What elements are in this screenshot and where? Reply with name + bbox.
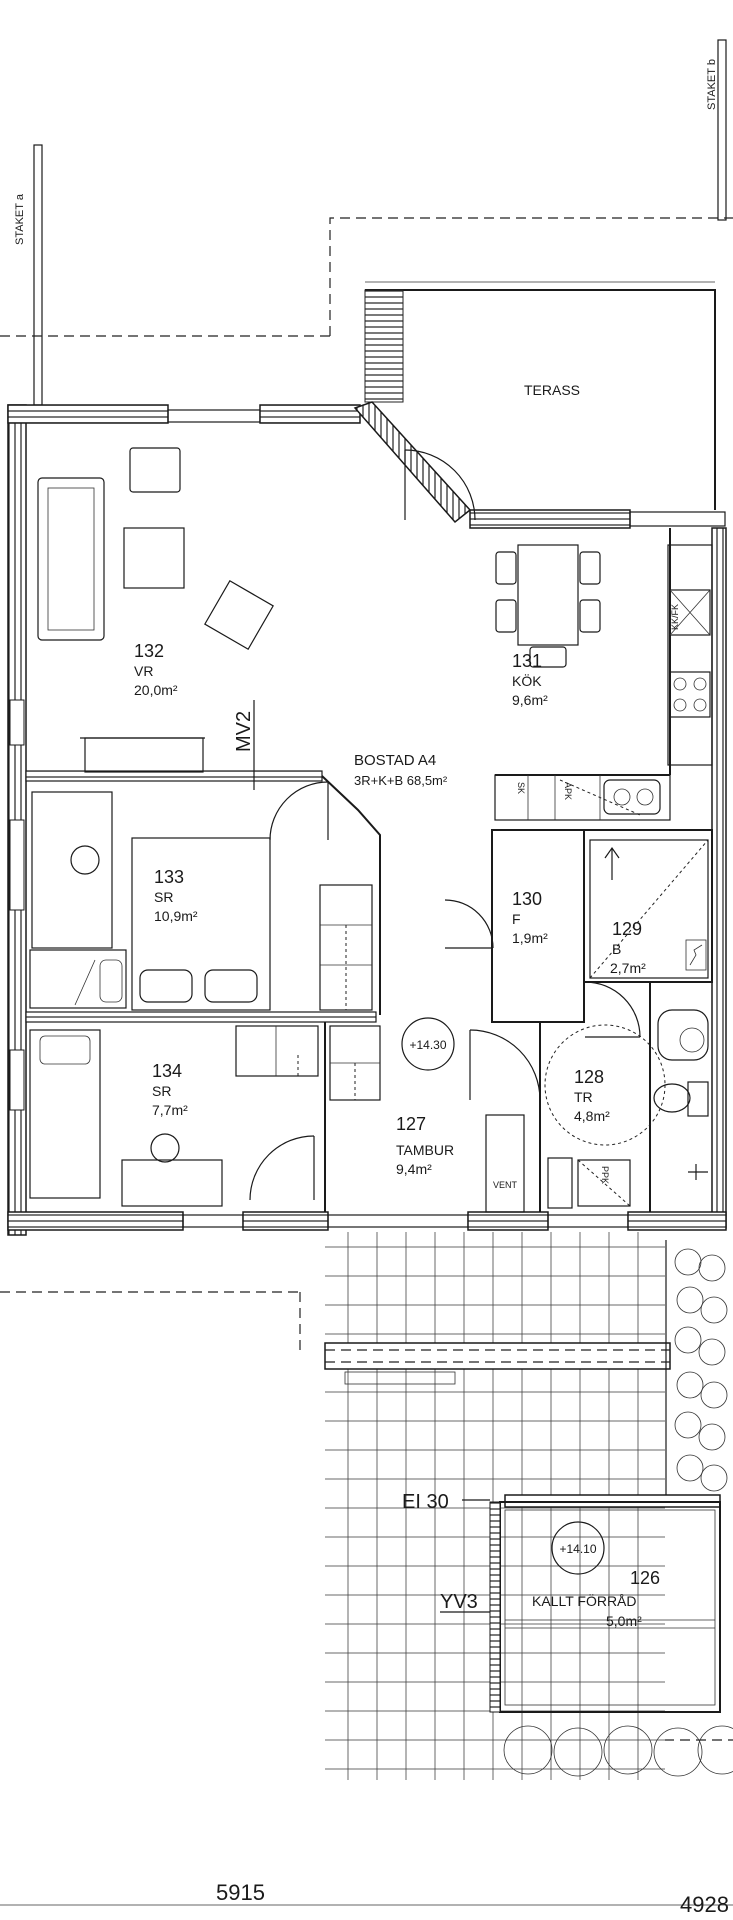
room-133: 133 SR 10,9m² bbox=[154, 867, 198, 924]
bathroom-fixtures: PPK bbox=[544, 839, 709, 1209]
svg-text:KALLT FÖRRÅD: KALLT FÖRRÅD bbox=[532, 1592, 637, 1609]
terrace-label: TERASS bbox=[524, 382, 580, 398]
room-labels: 132 VR 20,0m² 131 KÖK 9,6m² 133 SR 10,9m… bbox=[134, 641, 660, 1629]
svg-text:9,4m²: 9,4m² bbox=[396, 1161, 432, 1177]
room-126: 126 KALLT FÖRRÅD 5,0m² bbox=[532, 1568, 660, 1629]
ppk-label: PPK bbox=[600, 1166, 610, 1184]
room-127: 127 TAMBUR 9,4m² bbox=[396, 1114, 454, 1177]
svg-text:5,0m²: 5,0m² bbox=[606, 1613, 642, 1629]
room-130: 130 F 1,9m² bbox=[512, 889, 548, 946]
svg-text:F: F bbox=[512, 911, 521, 927]
svg-text:4,8m²: 4,8m² bbox=[574, 1108, 610, 1124]
svg-text:126: 126 bbox=[630, 1568, 660, 1588]
terrace: TERASS bbox=[364, 281, 716, 510]
living-room-furniture bbox=[37, 447, 601, 773]
svg-text:SR: SR bbox=[154, 889, 173, 905]
vent-label: VENT bbox=[493, 1180, 518, 1190]
outer-walls bbox=[7, 401, 727, 1236]
sk-label: SK bbox=[516, 782, 526, 794]
bedroom-133-furniture bbox=[29, 791, 373, 1011]
kitchen-fixtures: KK/FK SK APK bbox=[494, 544, 713, 821]
svg-text:134: 134 bbox=[152, 1061, 182, 1081]
bushes bbox=[503, 1725, 733, 1777]
svg-text:SR: SR bbox=[152, 1083, 171, 1099]
svg-text:2,7m²: 2,7m² bbox=[610, 960, 646, 976]
svg-text:B: B bbox=[612, 941, 621, 957]
svg-text:VR: VR bbox=[134, 663, 153, 679]
mark-ei30: EI 30 bbox=[402, 1491, 449, 1513]
fence-b: STAKET b bbox=[706, 39, 727, 221]
paving bbox=[324, 1232, 721, 1780]
level-2-text: +14.10 bbox=[559, 1542, 596, 1556]
room-131: 131 KÖK 9,6m² bbox=[512, 651, 548, 708]
shrubs bbox=[665, 1240, 728, 1495]
room-132: 132 VR 20,0m² bbox=[134, 641, 178, 698]
svg-text:133: 133 bbox=[154, 867, 184, 887]
fridge-label: KK/FK bbox=[670, 604, 680, 630]
dimensions: 5915 4928 bbox=[0, 1880, 733, 1917]
wall-marks: MV2 EI 30 YV3 bbox=[233, 700, 490, 1613]
cold-storage bbox=[489, 1501, 721, 1713]
svg-text:127: 127 bbox=[396, 1114, 426, 1134]
room-134: 134 SR 7,7m² bbox=[152, 1061, 188, 1118]
mark-mv2: MV2 bbox=[233, 711, 255, 752]
apartment-name: BOSTAD A4 bbox=[354, 752, 436, 769]
svg-text:TR: TR bbox=[574, 1089, 593, 1105]
svg-text:KÖK: KÖK bbox=[512, 672, 542, 689]
svg-text:130: 130 bbox=[512, 889, 542, 909]
apartment-title: BOSTAD A4 3R+K+B 68,5m² bbox=[354, 752, 448, 788]
svg-text:7,7m²: 7,7m² bbox=[152, 1102, 188, 1118]
mark-yv3: YV3 bbox=[440, 1591, 478, 1613]
svg-text:131: 131 bbox=[512, 651, 542, 671]
fence-b-label: STAKET b bbox=[706, 59, 718, 110]
apk-label: APK bbox=[563, 782, 573, 800]
svg-text:TAMBUR: TAMBUR bbox=[396, 1142, 454, 1158]
svg-text:128: 128 bbox=[574, 1067, 604, 1087]
apartment-summary: 3R+K+B 68,5m² bbox=[354, 773, 448, 788]
tambur-fixtures: VENT bbox=[329, 1025, 525, 1213]
svg-text:10,9m²: 10,9m² bbox=[154, 908, 198, 924]
level-marker-1: +14.30 bbox=[401, 1017, 455, 1071]
dimension-left: 5915 bbox=[216, 1880, 265, 1905]
room-128: 128 TR 4,8m² bbox=[574, 1067, 610, 1124]
level-marker-2: +14.10 bbox=[551, 1521, 605, 1575]
fence-a: STAKET a bbox=[14, 144, 43, 406]
svg-text:1,9m²: 1,9m² bbox=[512, 930, 548, 946]
level-1-text: +14.30 bbox=[409, 1038, 446, 1052]
bedroom-134-furniture bbox=[29, 1025, 319, 1207]
room-129: 129 B 2,7m² bbox=[610, 919, 646, 976]
svg-text:132: 132 bbox=[134, 641, 164, 661]
fence-a-label: STAKET a bbox=[14, 193, 26, 245]
dimension-right: 4928 bbox=[680, 1892, 729, 1917]
svg-text:20,0m²: 20,0m² bbox=[134, 682, 178, 698]
svg-text:9,6m²: 9,6m² bbox=[512, 692, 548, 708]
svg-text:129: 129 bbox=[612, 919, 642, 939]
